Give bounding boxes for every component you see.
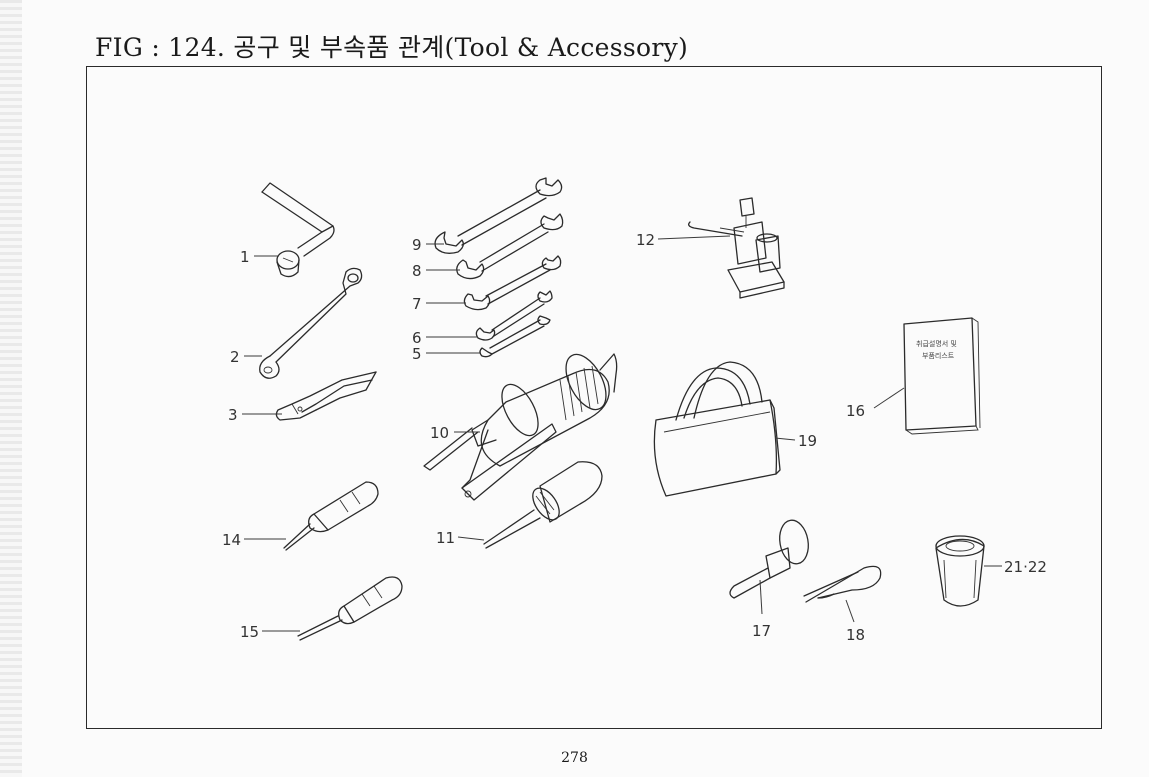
grease-gun-10 [423, 353, 618, 501]
callout-15: 15 [240, 623, 259, 641]
tool-bag-19 [653, 361, 781, 497]
callout-6: 6 [412, 329, 422, 347]
filter-element-21-22 [935, 535, 985, 607]
manual-cover-line-1: 취급설명서 및 [916, 339, 957, 348]
callout-2: 2 [230, 348, 240, 366]
open-wrench-9 [434, 177, 563, 254]
callout-8: 8 [412, 262, 422, 280]
open-wrench-8 [456, 213, 564, 280]
screwdriver-15 [297, 576, 403, 641]
figure-frame [86, 66, 1102, 729]
figure-title: FIG : 124. 공구 및 부속품 관계(Tool & Accessory) [95, 33, 689, 62]
open-wrench-6 [475, 290, 553, 341]
lock-pin-17 [729, 519, 809, 599]
callout-21-22: 21·22 [1004, 558, 1047, 576]
binding-edge [0, 0, 22, 777]
manual-book-16 [903, 317, 981, 435]
hydraulic-jack-12 [688, 197, 785, 299]
callout-leaders [242, 235, 1002, 632]
manual-cover-line-2: 부품리스트 [922, 351, 955, 360]
hair-pin-clip-18 [803, 565, 882, 603]
offset-wrench-2 [259, 267, 363, 379]
callout-18: 18 [846, 626, 865, 644]
callout-1: 1 [240, 248, 250, 266]
callout-9: 9 [412, 236, 422, 254]
page-number: 278 [561, 750, 588, 766]
box-wrench-1 [261, 182, 335, 278]
callout-12: 12 [636, 231, 655, 249]
callout-3: 3 [228, 406, 238, 424]
open-wrench-7 [463, 255, 562, 311]
callout-5: 5 [412, 345, 422, 363]
callout-14: 14 [222, 531, 241, 549]
callout-7: 7 [412, 295, 422, 313]
callout-19: 19 [798, 432, 817, 450]
screwdriver-14 [283, 481, 379, 551]
callout-16: 16 [846, 402, 865, 420]
callout-10: 10 [430, 424, 449, 442]
callout-17: 17 [752, 622, 771, 640]
open-wrench-5 [479, 315, 551, 358]
callout-11: 11 [436, 529, 455, 547]
pliers-3 [275, 371, 377, 421]
grease-cartridge-11 [483, 461, 603, 549]
